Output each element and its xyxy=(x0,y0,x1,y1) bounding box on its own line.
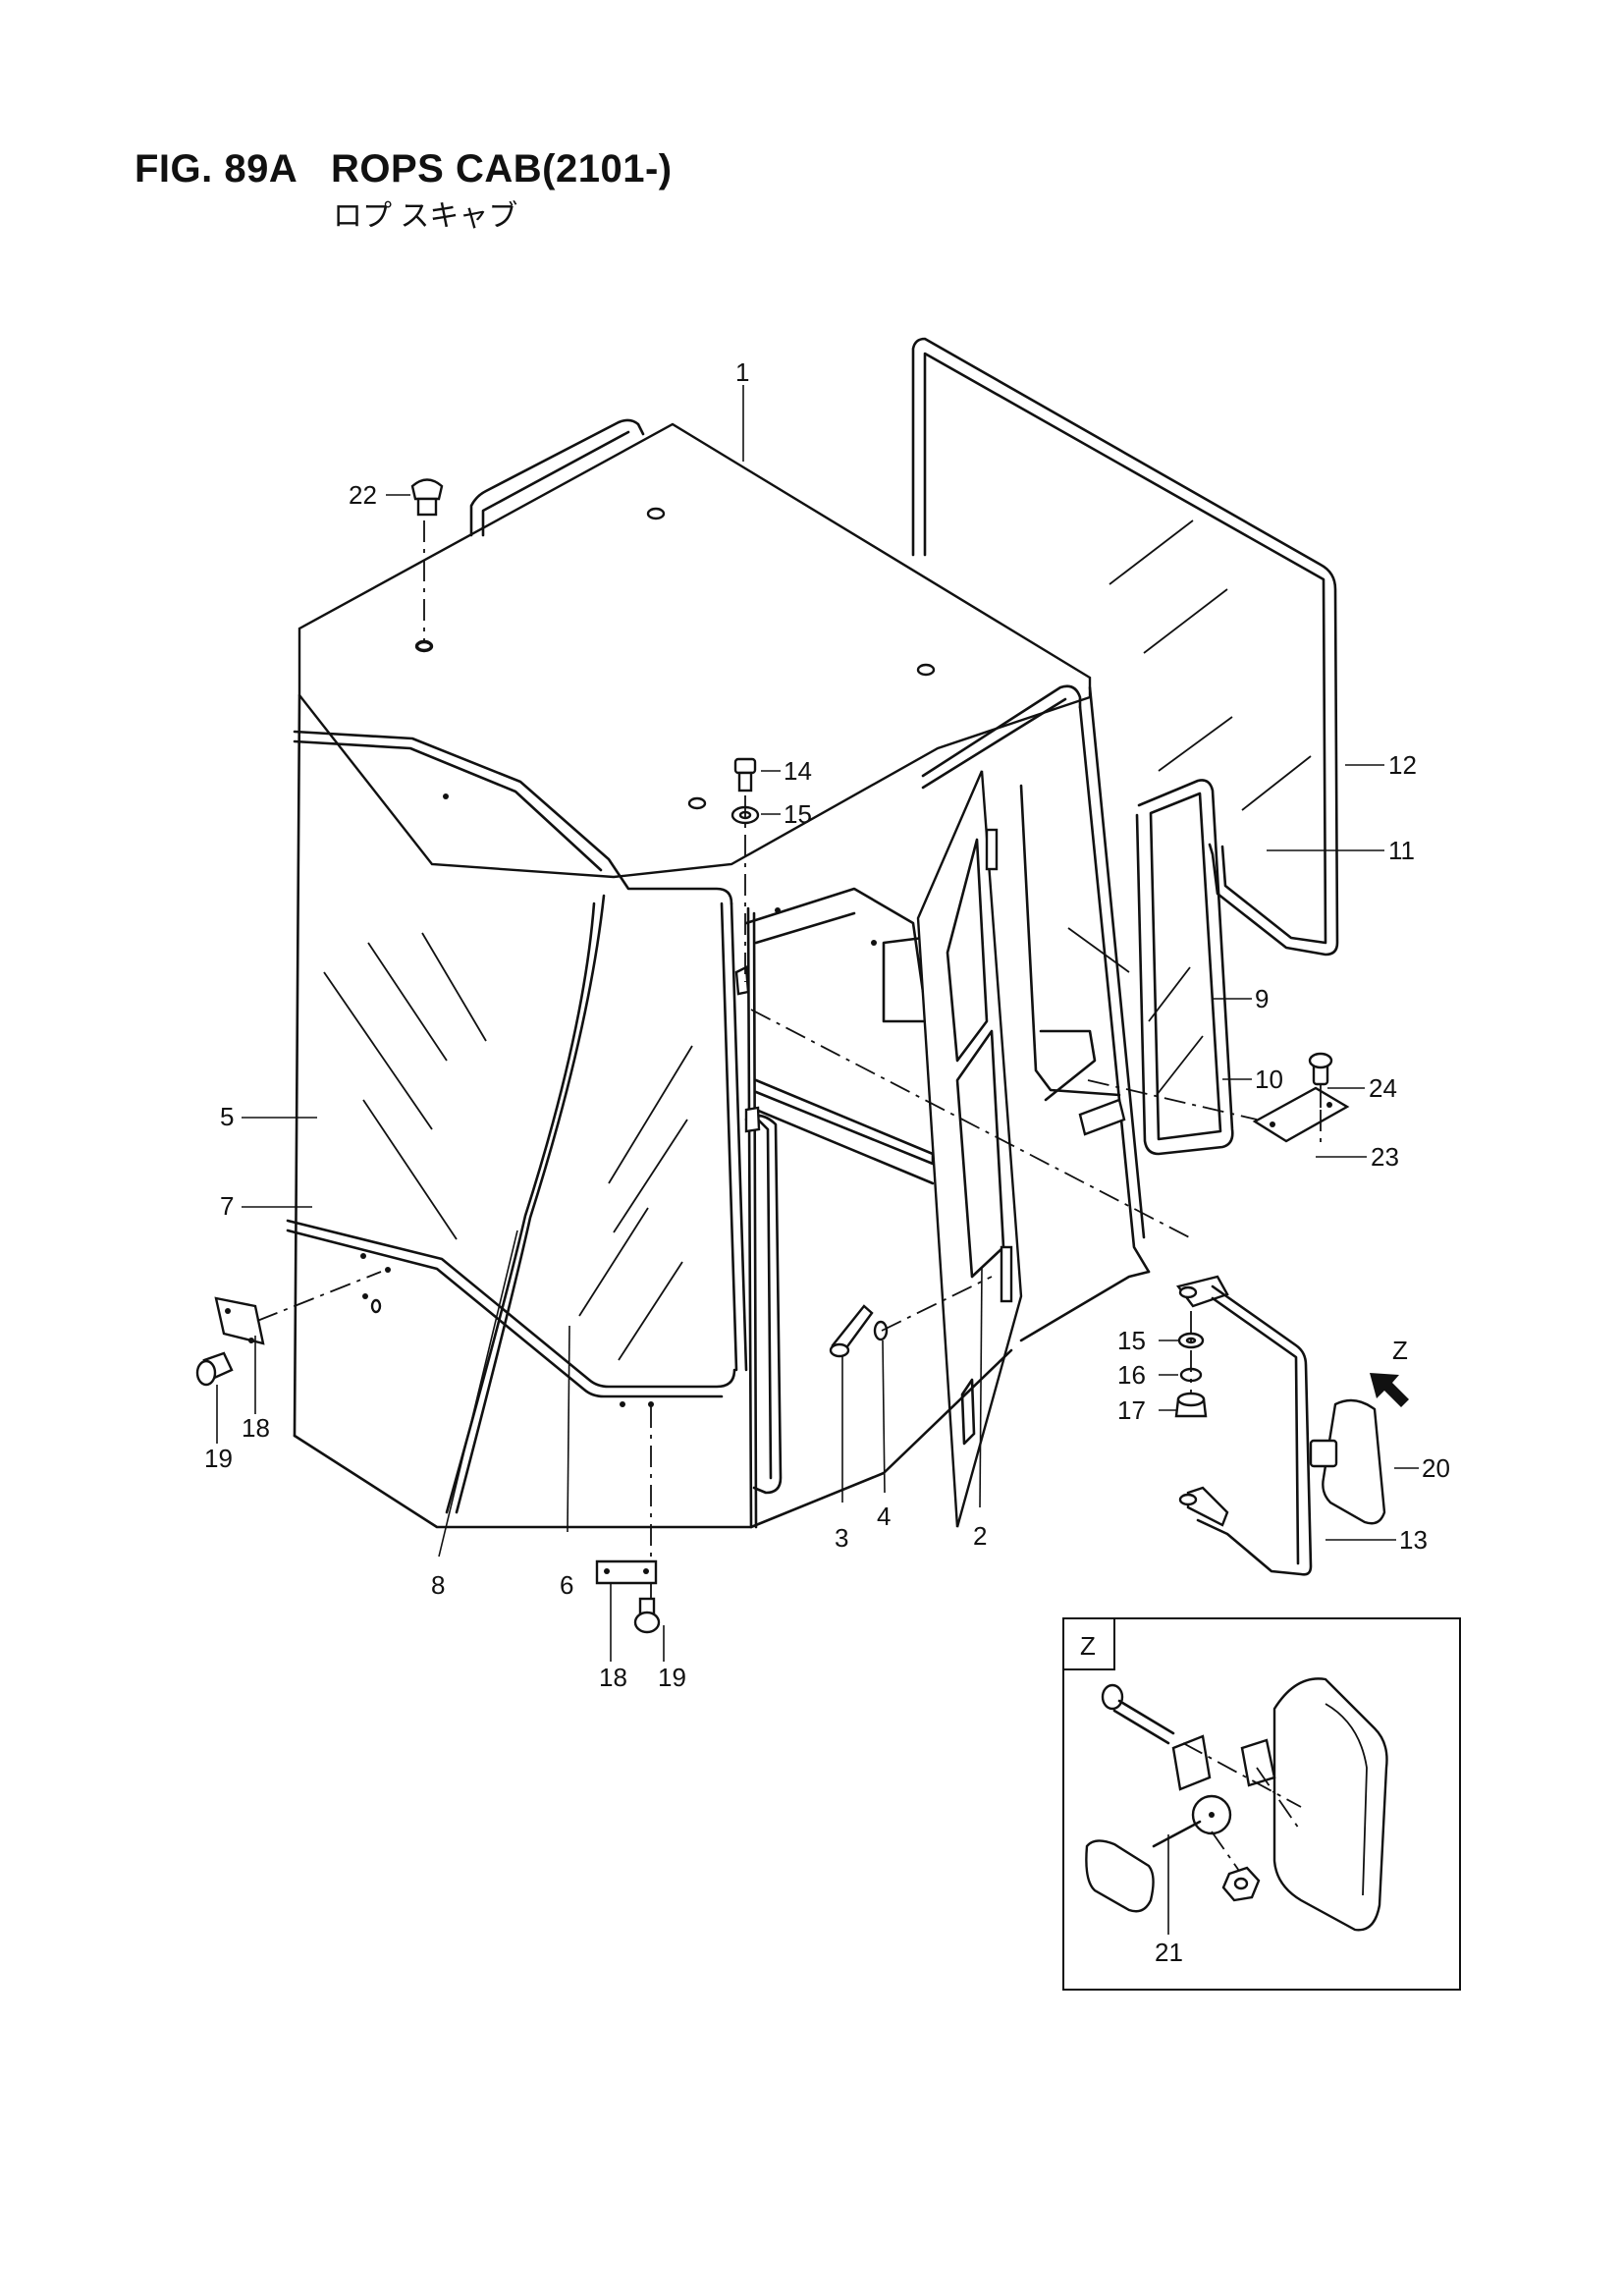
callout-23: 23 xyxy=(1371,1142,1399,1172)
callout-numbers: 1 2 3 4 5 6 7 8 9 10 11 12 13 14 15 15 1… xyxy=(204,357,1450,1967)
detail-z-box: Z xyxy=(1062,1617,1461,1991)
callout-6: 6 xyxy=(560,1570,573,1600)
callout-11: 11 xyxy=(1388,836,1415,865)
callout-7: 7 xyxy=(220,1191,234,1221)
callout-21: 21 xyxy=(1155,1938,1183,1967)
detail-z-label: Z xyxy=(1080,1631,1096,1661)
callout-16: 16 xyxy=(1117,1360,1146,1390)
side-small-window xyxy=(1135,779,1234,1156)
callout-5: 5 xyxy=(220,1102,234,1131)
figure-subtitle: ロプ スキャブ xyxy=(333,200,518,233)
callout-12: 12 xyxy=(1388,750,1417,780)
callout-17: 17 xyxy=(1117,1395,1146,1425)
callout-1: 1 xyxy=(735,357,749,387)
mirror-assembly xyxy=(1175,1275,1386,1576)
callout-18-center: 18 xyxy=(599,1663,627,1692)
callout-14: 14 xyxy=(784,756,812,786)
callout-9: 9 xyxy=(1255,984,1269,1013)
bracket-plate xyxy=(1252,1052,1350,1143)
callout-18-left: 18 xyxy=(242,1413,270,1443)
leader-lines xyxy=(216,385,1419,1935)
callout-3: 3 xyxy=(835,1523,848,1553)
callout-10: 10 xyxy=(1255,1065,1283,1094)
callout-4: 4 xyxy=(877,1502,891,1531)
rear-window-frame xyxy=(911,337,1339,973)
callout-2: 2 xyxy=(973,1521,987,1551)
view-z-label: Z xyxy=(1392,1336,1408,1365)
cab-body xyxy=(286,418,1151,1529)
assembly-centerlines xyxy=(256,520,1322,1599)
latch-bracket xyxy=(1078,1098,1126,1136)
callout-19-center: 19 xyxy=(658,1663,686,1692)
callout-15-top: 15 xyxy=(784,799,812,829)
callout-15-lower: 15 xyxy=(1117,1326,1146,1355)
figure-number: FIG. 89A xyxy=(135,147,298,191)
callout-24: 24 xyxy=(1369,1073,1397,1103)
callout-8: 8 xyxy=(431,1570,445,1600)
callout-20: 20 xyxy=(1422,1453,1450,1483)
callout-22: 22 xyxy=(349,480,377,510)
view-z-arrow: Z xyxy=(1370,1336,1409,1407)
figure-name: ROPS CAB(2101-) xyxy=(331,147,673,191)
callout-13: 13 xyxy=(1399,1525,1428,1555)
figure-title: FIG. 89A ROPS CAB(2101-) xyxy=(135,147,673,191)
callout-19-left: 19 xyxy=(204,1444,233,1473)
hardware xyxy=(195,478,1208,1634)
